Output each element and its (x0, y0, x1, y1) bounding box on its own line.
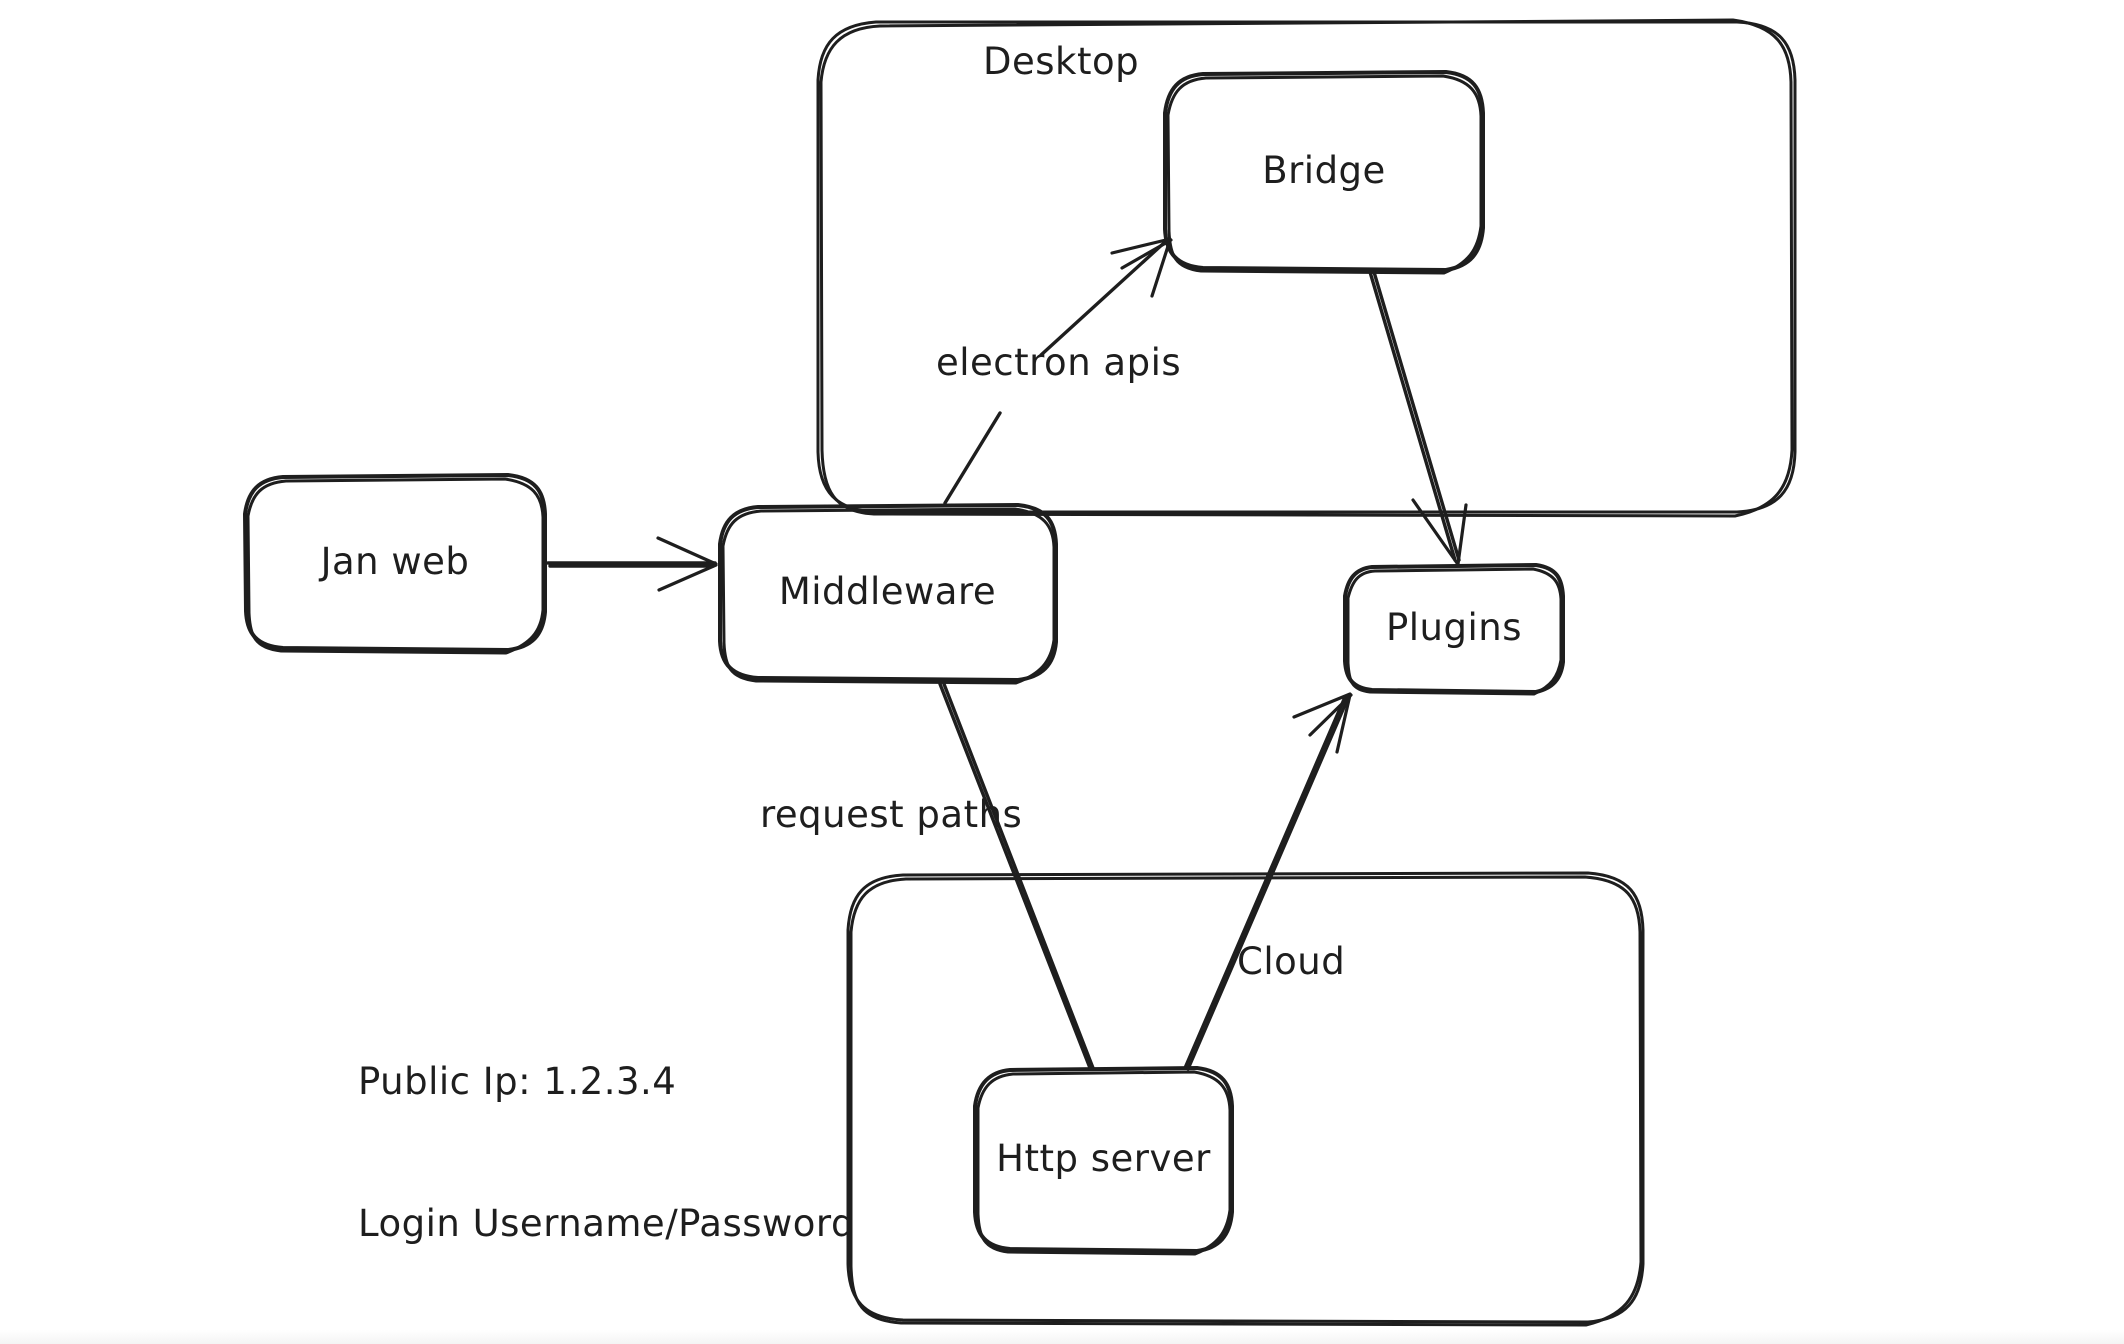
bridge-node[interactable]: Bridge (1165, 72, 1483, 270)
middleware-label: Middleware (778, 570, 997, 614)
plugins-label: Plugins (1385, 606, 1523, 650)
http-server-node[interactable]: Http server (975, 1068, 1232, 1251)
jan-web-outline (243, 473, 547, 655)
plugins-outline (1343, 563, 1565, 696)
public-ip-line: Public Ip: 1.2.3.4 (358, 1059, 677, 1103)
edge-httpserver-to-plugins (1183, 692, 1353, 1071)
middleware-node[interactable]: Middleware (720, 505, 1055, 680)
edge-bridge-to-plugins (1368, 270, 1468, 566)
jan-web-node[interactable]: Jan web (245, 475, 545, 650)
http-server-label: Http server (996, 1137, 1211, 1181)
public-ip-note: Public Ip: 1.2.3.4 Login Username/Passwo… (358, 963, 855, 1342)
edge-middleware-to-httpserver (938, 682, 1095, 1070)
http-server-outline (973, 1066, 1234, 1256)
cloud-edge-label: Cloud (1237, 940, 1346, 983)
jan-web-label: Jan web (320, 540, 470, 584)
desktop-container-outline (816, 18, 1797, 518)
request-paths-edge-label: request paths (760, 793, 1023, 836)
desktop-container-label: Desktop (983, 40, 1140, 83)
electron-apis-edge-label: electron apis (936, 341, 1182, 384)
bridge-label: Bridge (1262, 148, 1386, 192)
cloud-container-outline (846, 871, 1645, 1327)
edge-middleware-to-bridge (943, 237, 1173, 505)
middleware-outline (718, 503, 1058, 685)
login-credentials-line: Login Username/Password (358, 1201, 855, 1245)
plugins-node[interactable]: Plugins (1345, 565, 1563, 692)
bridge-outline (1163, 70, 1485, 275)
edge-janweb-to-middleware (546, 536, 718, 592)
